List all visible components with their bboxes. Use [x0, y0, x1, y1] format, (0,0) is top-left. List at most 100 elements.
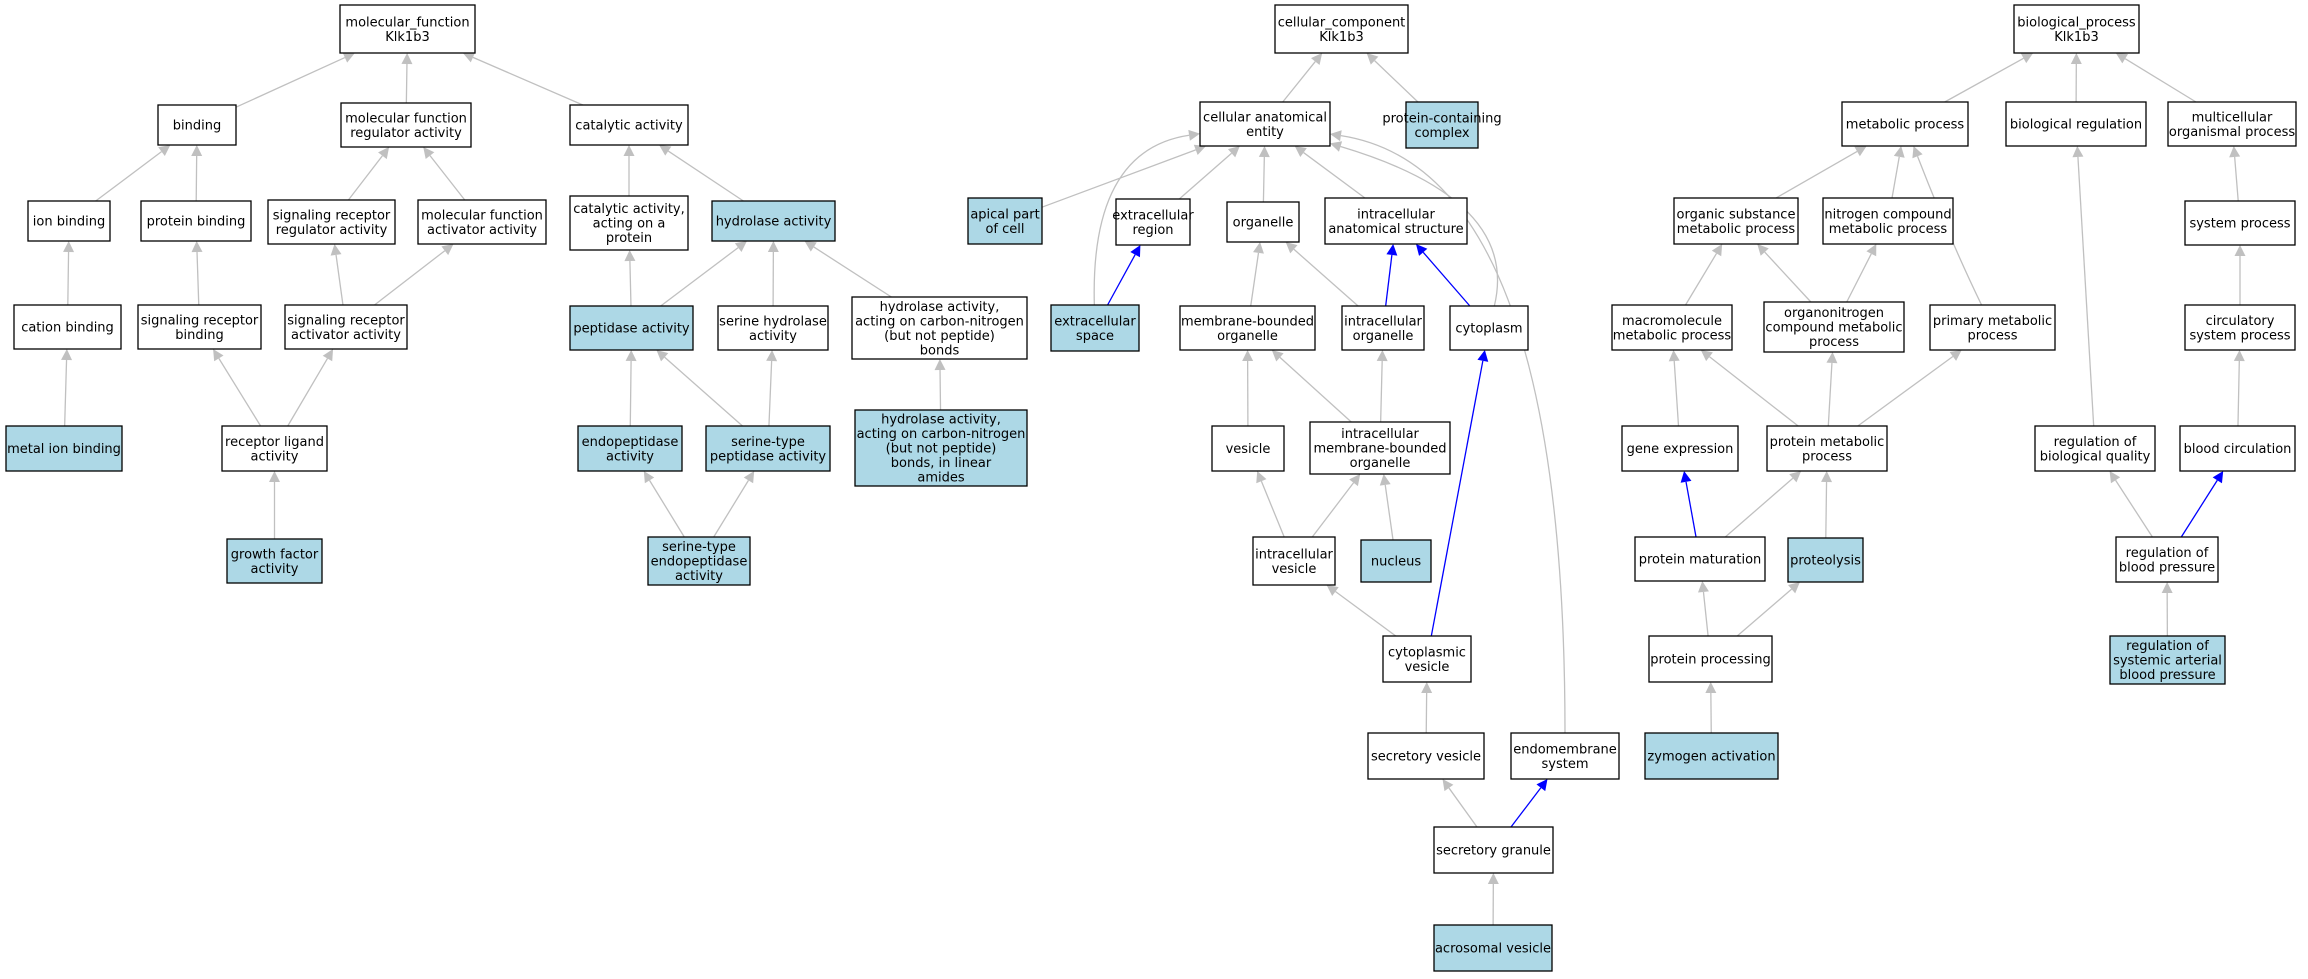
edge-intorg-to-ias	[1385, 254, 1393, 307]
term-box	[967, 197, 1043, 245]
term-node-vesicle[interactable]: vesicle	[1211, 425, 1285, 472]
term-node-bloodcirc[interactable]: blood circulation	[2179, 425, 2296, 472]
term-label-line: macromolecule	[1622, 314, 1722, 329]
term-node-acro[interactable]: acrosomal vesicle	[1433, 924, 1553, 972]
term-label-line: activity	[606, 449, 654, 464]
term-node-ionbind[interactable]: ion binding	[27, 200, 111, 242]
arrowhead-extspace-to-cae	[1188, 129, 1200, 141]
edge-orgn-to-ncmp	[1846, 253, 1872, 303]
term-node-peptidase[interactable]: peptidase activity	[569, 305, 694, 351]
edge-imbo-to-mbo	[1279, 356, 1352, 423]
term-box	[1115, 198, 1191, 246]
term-node-secgran[interactable]: secretory granule	[1433, 826, 1554, 874]
edge-ionbind-to-binding	[95, 151, 162, 202]
edge-regbq-to-bioreg	[2077, 156, 2095, 427]
term-node-nucleus[interactable]: nucleus	[1360, 539, 1432, 583]
term-label-line: protein-containing	[1382, 111, 1501, 126]
term-node-sysproc[interactable]: system process	[2184, 200, 2296, 246]
arrowhead-zymogen-to-protproc	[1705, 682, 1717, 694]
term-node-protproc[interactable]: protein processing	[1648, 635, 1773, 683]
term-node-protmat[interactable]: protein maturation	[1634, 536, 1766, 582]
arrowhead-intves-to-vesicle	[1256, 471, 1267, 484]
edge-cytoplasm-to-cae	[1340, 145, 1499, 307]
term-node-secves[interactable]: secretory vesicle	[1367, 732, 1485, 780]
term-label-line: cytoplasm	[1455, 322, 1522, 337]
edge-rla-to-srbind	[218, 358, 262, 427]
term-label-line: system process	[2189, 328, 2290, 343]
arrowhead-sertype-to-serhyd	[766, 350, 778, 362]
term-node-cation[interactable]: cation binding	[13, 304, 122, 350]
term-node-metab[interactable]: metabolic process	[1841, 101, 1969, 147]
term-node-hydrolase[interactable]: hydrolase activity	[711, 200, 836, 242]
term-label-line: receptor ligand	[225, 435, 324, 450]
term-node-cytoplasm[interactable]: cytoplasm	[1449, 305, 1529, 351]
term-label-line: regulator activity	[350, 126, 462, 141]
arrowhead-serhyd-to-hydrolase	[767, 241, 779, 253]
term-label-line: vesicle	[1405, 660, 1450, 675]
term-box	[221, 425, 328, 472]
edge-ncmp-to-metab	[1891, 156, 1900, 199]
arrowhead-secgran-to-endomem	[1536, 779, 1548, 792]
term-node-hydcn[interactable]: hydrolase activity,acting on carbon-nitr…	[851, 296, 1028, 360]
term-node-geneexp[interactable]: gene expression	[1621, 425, 1739, 472]
term-node-binding[interactable]: binding	[157, 104, 237, 146]
term-label-line: extracellular	[1054, 314, 1136, 329]
edge-serendo-to-sertype	[713, 480, 750, 538]
edge-proteolysis-to-protmet	[1825, 481, 1828, 539]
term-label-line: organelle	[1233, 216, 1294, 231]
arrowhead-intorg-to-ias	[1386, 244, 1398, 256]
arrowhead-cation-to-ionbind	[63, 241, 75, 253]
term-node-zymogen[interactable]: zymogen activation	[1644, 732, 1779, 780]
term-node-bioreg[interactable]: biological regulation	[2005, 101, 2147, 147]
term-node-protbind[interactable]: protein binding	[140, 200, 252, 242]
arrowhead-endomem-to-cae	[1330, 130, 1342, 142]
term-box	[717, 305, 829, 351]
term-node-metalion[interactable]: metal ion binding	[5, 425, 123, 472]
term-node-proteolysis[interactable]: proteolysis	[1787, 537, 1864, 583]
term-label-line: metal ion binding	[7, 442, 121, 457]
term-box	[705, 425, 831, 472]
term-node-hydcnlin[interactable]: hydrolase activity,acting on carbon-nitr…	[854, 409, 1028, 487]
term-label-line: anatomical structure	[1328, 222, 1463, 237]
term-node-catalytic[interactable]: catalytic activity	[569, 104, 689, 146]
term-node-organelle[interactable]: organelle	[1226, 201, 1300, 243]
